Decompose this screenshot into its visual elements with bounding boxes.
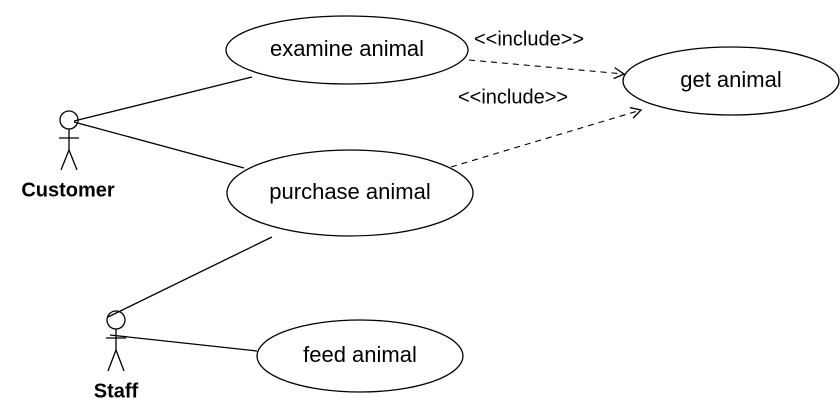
actor-head <box>59 110 79 130</box>
use-case-purchase-animal[interactable]: purchase animal <box>226 149 474 237</box>
actor-right-leg <box>115 349 125 372</box>
include-examine-get <box>468 59 626 80</box>
actor-left-leg <box>107 349 117 372</box>
association-staff-feed <box>109 334 258 352</box>
use-case-label: feed animal <box>303 342 417 367</box>
actor-customer-label: Customer <box>21 179 115 201</box>
include-label-2: <<include>> <box>458 86 568 108</box>
include-label-1: <<include>> <box>474 28 584 50</box>
use-case-ellipse <box>225 15 469 85</box>
use-case-get-animal[interactable]: get animal <box>622 46 840 116</box>
include-purchase-get <box>450 106 643 168</box>
actor-customer[interactable]: Customer <box>21 110 115 201</box>
use-case-ellipse <box>256 319 464 393</box>
use-case-label: examine animal <box>270 36 424 61</box>
association-customer-purchase <box>73 121 245 169</box>
use-case-label: get animal <box>680 67 782 92</box>
actor-right-leg <box>68 149 78 171</box>
use-case-label: purchase animal <box>269 179 430 204</box>
use-case-ellipse <box>622 46 840 116</box>
use-case-ellipse <box>226 149 474 237</box>
association-customer-examine <box>73 76 253 122</box>
actor-left-leg <box>60 149 70 171</box>
use-case-examine-animal[interactable]: examine animal <box>225 15 469 85</box>
actor-staff-label: Staff <box>94 380 139 402</box>
actor-staff[interactable]: Staff <box>94 310 139 402</box>
association-staff-purchase <box>107 236 273 318</box>
use-case-feed-animal[interactable]: feed animal <box>256 319 464 393</box>
